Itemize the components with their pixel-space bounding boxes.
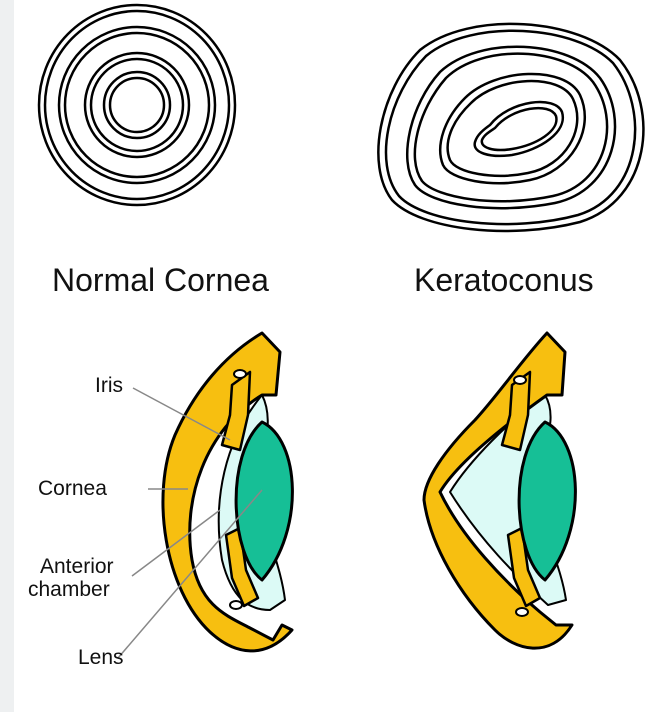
- kc-ring-1-inner: [386, 31, 635, 224]
- normal-ring-3: [85, 53, 189, 157]
- anterior-chamber-label-line2: chamber: [28, 578, 110, 602]
- normal-ring-4-inner: [110, 78, 164, 132]
- normal-canal-upper: [234, 370, 246, 378]
- kc-ring-3: [440, 74, 585, 183]
- cornea-label: Cornea: [38, 477, 107, 501]
- normal-ring-2: [59, 27, 215, 183]
- lens-label: Lens: [78, 646, 124, 670]
- keratoconus-topography: [378, 24, 643, 231]
- normal-cornea-topography: [39, 5, 235, 205]
- keratoconus-heading: Keratoconus: [414, 262, 594, 299]
- iris-label: Iris: [95, 374, 123, 398]
- normal-eye-cross-section: [163, 333, 292, 651]
- normal-ring-1-inner: [45, 11, 229, 199]
- normal-ring-1: [39, 5, 235, 205]
- normal-lens: [236, 422, 292, 580]
- keratoconus-eye-cross-section: [424, 333, 575, 648]
- normal-ring-4: [104, 72, 170, 138]
- normal-canal-lower: [230, 601, 242, 609]
- kc-lens: [519, 422, 575, 580]
- anterior-chamber-label-line1: Anterior: [40, 555, 114, 579]
- normal-ring-2-inner: [65, 33, 209, 177]
- kc-canal-upper: [514, 376, 526, 384]
- normal-cornea-heading: Normal Cornea: [52, 262, 269, 299]
- kc-canal-lower: [516, 608, 528, 616]
